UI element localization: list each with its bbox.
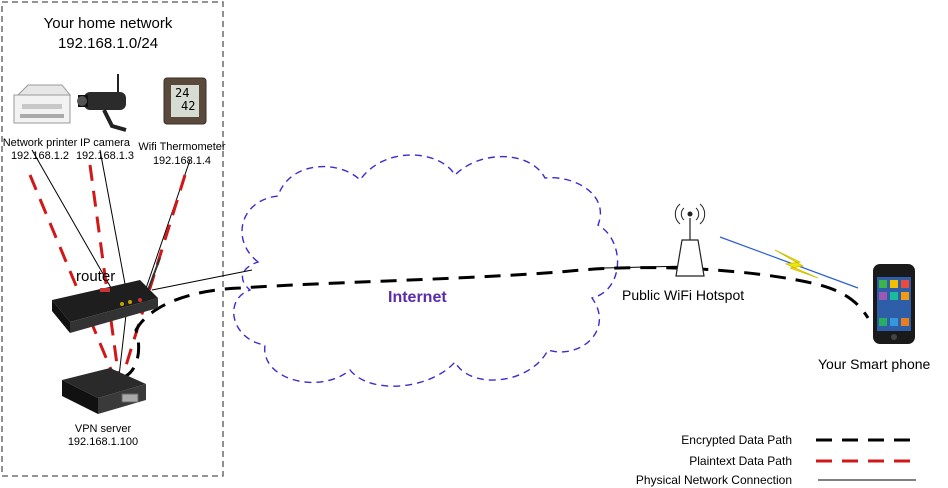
hotspot-label: Public WiFi Hotspot bbox=[622, 287, 745, 303]
printer-icon bbox=[13, 84, 72, 124]
thermometer-ip: 192.168.1.4 bbox=[152, 155, 212, 167]
home-network-boundary bbox=[1, 1, 224, 477]
camera-ip: 192.168.1.3 bbox=[75, 150, 135, 162]
plaintext-thermo-vpn bbox=[122, 174, 187, 373]
legend-label-physical: Physical Network Connection bbox=[635, 473, 792, 487]
encrypted-data-path bbox=[121, 266, 870, 380]
thermometer-name: Wifi Thermometer bbox=[138, 141, 226, 153]
link-router-internet bbox=[151, 269, 253, 291]
internet-label: Internet bbox=[388, 289, 447, 306]
legend-label-plaintext: Plaintext Data Path bbox=[689, 454, 792, 468]
printer-name: Network printer bbox=[2, 137, 78, 149]
plaintext-printer-vpn bbox=[28, 174, 114, 373]
thermometer-display-top: 24 bbox=[175, 86, 190, 100]
router-icon bbox=[52, 257, 161, 333]
hotspot-icon bbox=[674, 203, 706, 277]
thermometer-display-bottom: 42 bbox=[181, 99, 196, 113]
legend-lines bbox=[816, 438, 916, 481]
wireless-link bbox=[719, 236, 859, 289]
camera-name: IP camera bbox=[80, 137, 130, 149]
link-camera-router bbox=[99, 149, 129, 301]
home-network-title: Your home network bbox=[43, 15, 173, 32]
vpn-server-icon bbox=[62, 368, 146, 414]
legend-label-encrypted: Encrypted Data Path bbox=[681, 433, 792, 447]
home-network-subnet: 192.168.1.0/24 bbox=[57, 35, 159, 52]
printer-ip: 192.168.1.2 bbox=[10, 150, 70, 162]
camera-icon bbox=[77, 74, 127, 132]
internet-cloud bbox=[233, 154, 619, 387]
smartphone-icon bbox=[873, 264, 915, 344]
smartphone-label: Your Smart phone bbox=[818, 356, 931, 372]
plaintext-camera-vpn bbox=[88, 164, 120, 373]
plaintext-data-paths bbox=[28, 164, 187, 373]
router-label: router bbox=[76, 268, 116, 285]
vpn-server-ip: 192.168.1.100 bbox=[67, 436, 139, 448]
vpn-server-name: VPN server bbox=[74, 423, 132, 435]
thermometer-icon bbox=[163, 77, 207, 125]
